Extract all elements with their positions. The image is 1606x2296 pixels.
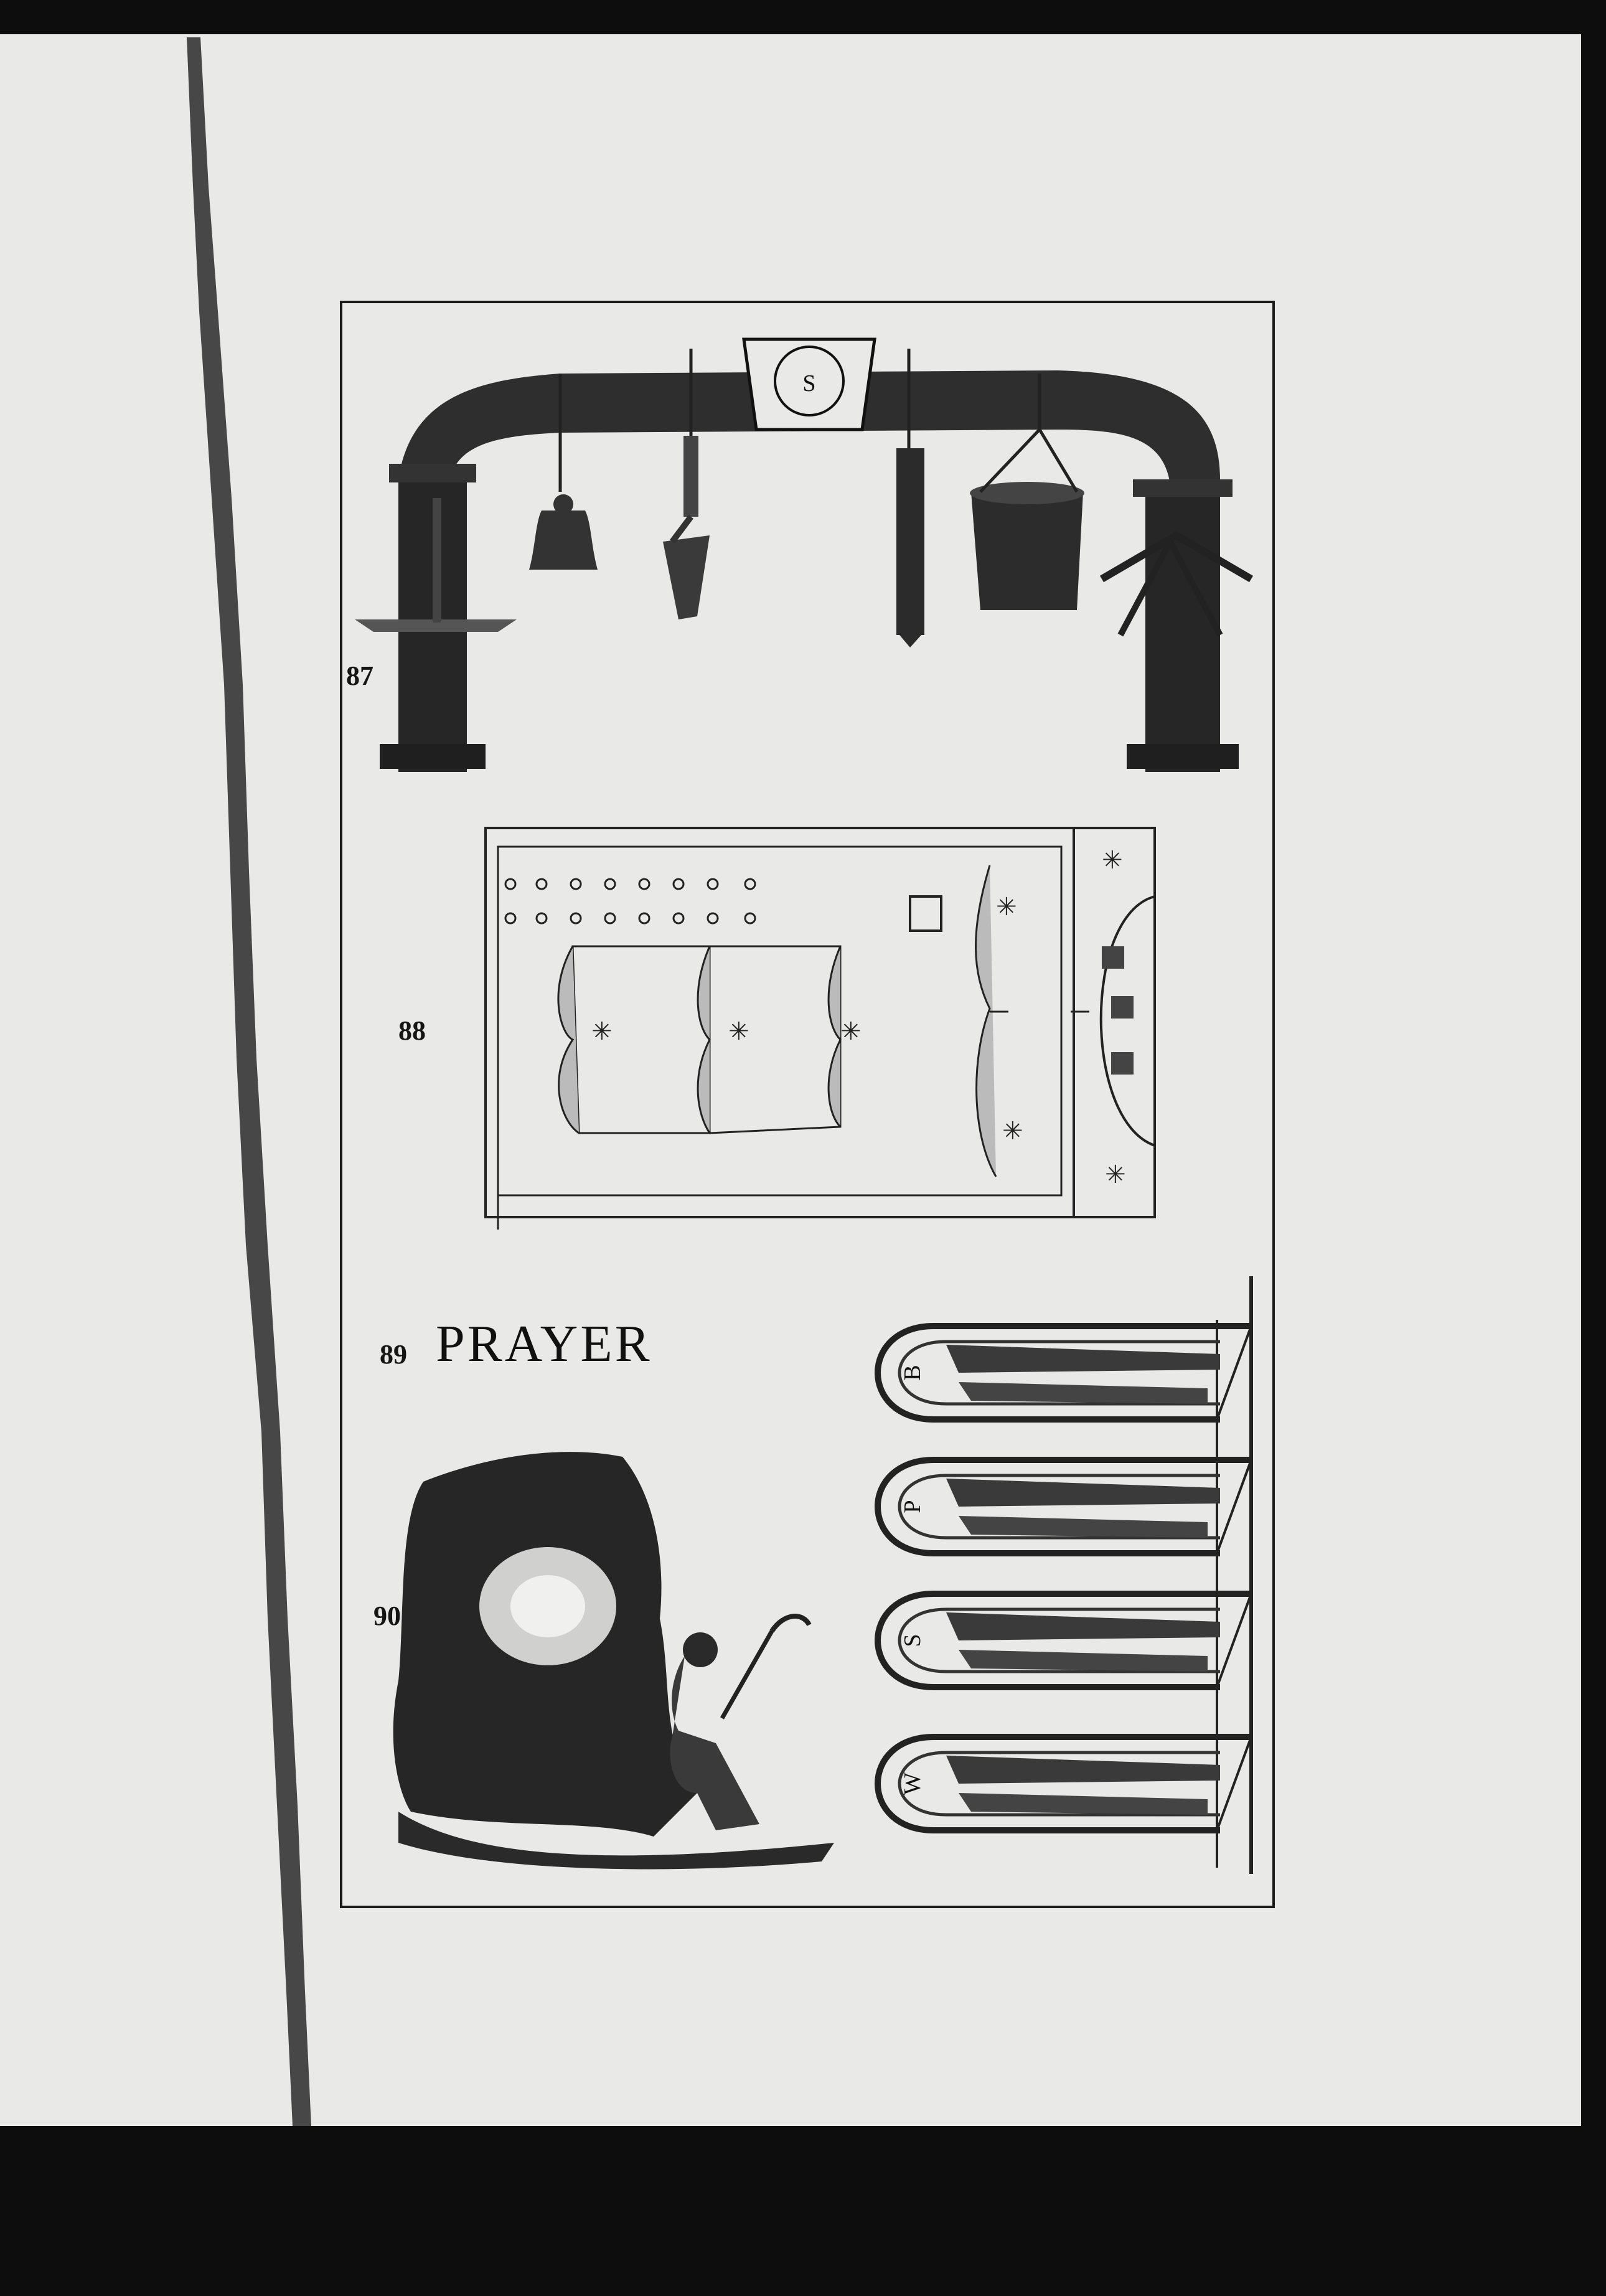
svg-text:✳: ✳ bbox=[1105, 1160, 1126, 1189]
arch-letter-w: W bbox=[899, 1772, 926, 1795]
figure-87-arch: S bbox=[355, 337, 1254, 772]
arch-p: P bbox=[875, 1457, 1252, 1556]
arch-b: B bbox=[875, 1323, 1252, 1423]
figure-number-87: 87 bbox=[346, 661, 373, 691]
svg-text:✳: ✳ bbox=[840, 1017, 862, 1046]
svg-text:✳: ✳ bbox=[996, 893, 1017, 921]
svg-text:✳: ✳ bbox=[728, 1017, 749, 1046]
figure-number-89: 89 bbox=[380, 1339, 407, 1370]
svg-text:✳: ✳ bbox=[1102, 846, 1123, 875]
arch-s: S bbox=[875, 1591, 1252, 1690]
svg-text:✳: ✳ bbox=[1002, 1117, 1023, 1146]
keystone-center-letter: S bbox=[802, 370, 815, 397]
arch-letter-b: B bbox=[899, 1365, 926, 1380]
plate-frame bbox=[340, 301, 1275, 1908]
torn-page-edge bbox=[187, 37, 311, 2126]
figure-number-88: 88 bbox=[398, 1015, 426, 1046]
svg-text:✳: ✳ bbox=[591, 1017, 613, 1046]
arch-w: W bbox=[875, 1734, 1252, 1833]
figure-88-plan: ✳ ✳ ✳ ✳ ✳ ✳ ✳ bbox=[484, 827, 1156, 1230]
arch-letter-s: S bbox=[899, 1634, 926, 1647]
arch-letter-p: P bbox=[899, 1500, 926, 1513]
figure-90-burning-bush bbox=[393, 1452, 834, 1870]
figure-number-90: 90 bbox=[373, 1601, 401, 1631]
prayer-heading: PRAYER bbox=[436, 1315, 652, 1373]
